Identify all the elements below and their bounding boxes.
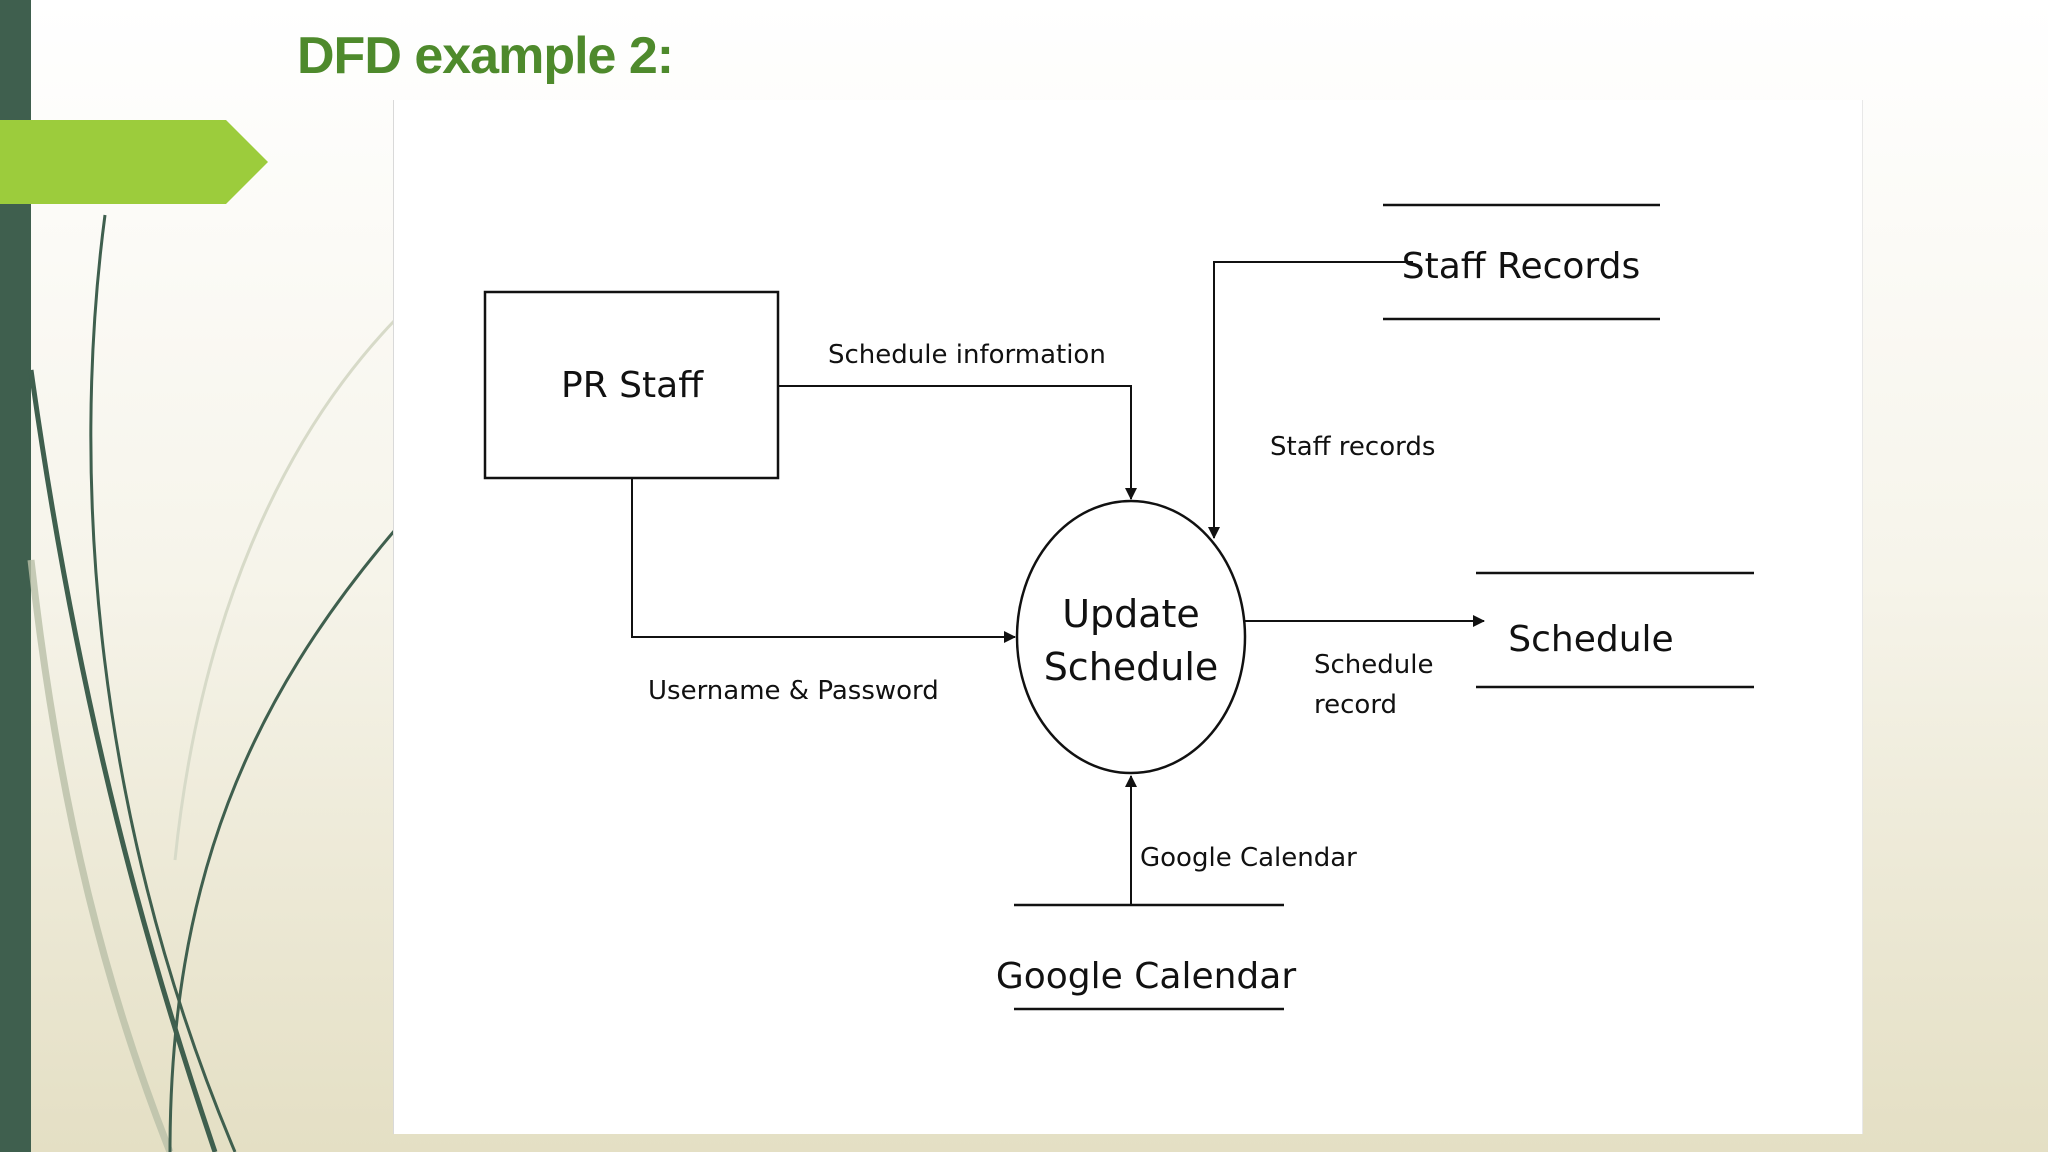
process-label-line1: Update [1062, 592, 1200, 636]
entity-pr-staff-label: PR Staff [561, 365, 704, 406]
flow-google-calendar-label: Google Calendar [1140, 843, 1357, 873]
flow-schedule-record-label-line2: record [1314, 690, 1397, 720]
flow-schedule-record-label-line1: Schedule [1314, 650, 1433, 680]
datastore-schedule: Schedule [1476, 571, 1754, 689]
datastore-google-calendar: Google Calendar [996, 903, 1296, 1011]
datastore-staff-records: Staff Records [1383, 203, 1660, 321]
datastore-google-calendar-label: Google Calendar [996, 956, 1296, 997]
process-update-schedule: Update Schedule [1015, 499, 1247, 775]
flow-schedule-information-label: Schedule information [828, 340, 1106, 370]
flow-google-calendar: Google Calendar [1125, 775, 1357, 905]
entity-pr-staff: PR Staff [483, 290, 780, 480]
process-label-line2: Schedule [1044, 645, 1219, 689]
green-arrow-tab [0, 120, 268, 204]
flow-username-password-label: Username & Password [648, 676, 939, 706]
datastore-schedule-label: Schedule [1508, 619, 1673, 660]
dfd-diagram: PR Staff Update Schedule Staff Records S… [394, 100, 1862, 1134]
flow-staff-records-label: Staff records [1270, 432, 1435, 462]
flow-schedule-information: Schedule information [778, 340, 1137, 500]
slide-title: DFD example 2: [297, 27, 674, 85]
flow-username-password: Username & Password [631, 478, 1016, 706]
flow-schedule-record: Schedule record [1245, 615, 1485, 720]
flow-staff-records: Staff records [1208, 261, 1435, 539]
datastore-staff-records-label: Staff Records [1402, 246, 1640, 287]
decorative-swoosh [27, 214, 397, 1152]
